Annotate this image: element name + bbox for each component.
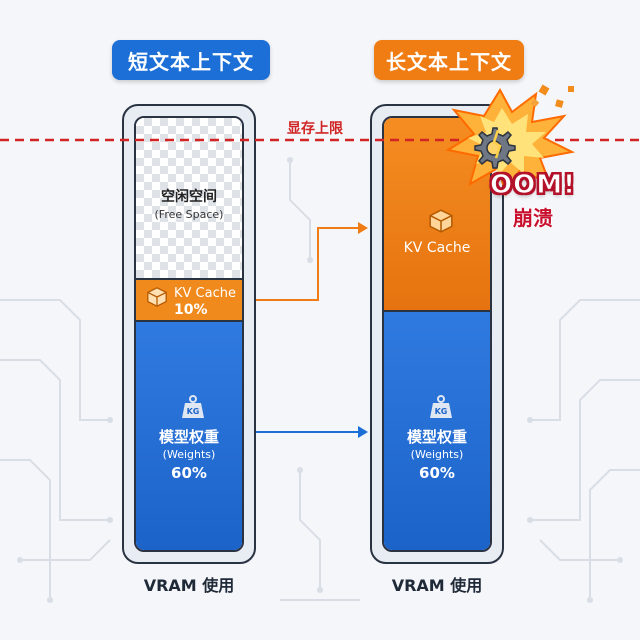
svg-text:KG: KG [187,407,200,416]
broken-gear-icon [474,127,516,169]
weights-percent-long: 60% [419,464,455,482]
weights-segment-short [136,322,242,550]
kv-cache-percent-small: 10% [174,302,208,318]
kg-weight-icon: KG [182,395,204,418]
kv-cache-arrow-head [358,222,368,234]
free-space-segment [136,118,242,278]
weights-label-short: 模型权重 [158,428,219,446]
kv-cache-label-small: KV Cache [174,286,236,301]
weights-segment-long [384,312,490,550]
kv-cache-label-large: KV Cache [403,240,471,256]
vram-column-short: 空闲空间 (Free Space) KV Cache 10% KG 模型权重 (… [122,104,256,564]
vram-bar-short: 空闲空间 (Free Space) KV Cache 10% KG 模型权重 (… [134,116,244,552]
free-space-sub-label: (Free Space) [154,208,224,221]
box-icon [429,209,453,233]
weights-label-long: 模型权重 [406,428,467,446]
short-context-header: 短文本上下文 [112,40,270,80]
box-icon [147,287,167,307]
kv-cache-arrow [256,227,362,301]
crash-label: 崩溃 [513,206,553,230]
oom-label: OOM! [490,170,576,201]
svg-text:KG: KG [435,407,448,416]
vram-usage-footer-long: VRAM 使用 [391,576,483,595]
free-space-label: 空闲空间 [161,189,217,205]
weights-sub-label-short: (Weights) [162,448,216,461]
vram-limit-label: 显存上限 [287,121,343,137]
weights-arrow-head [358,426,368,438]
kg-weight-icon: KG [430,395,452,418]
weights-percent-short: 60% [171,464,207,482]
weights-sub-label-long: (Weights) [410,448,464,461]
long-context-header: 长文本上下文 [374,40,524,80]
vram-usage-footer-short: VRAM 使用 [143,576,235,595]
